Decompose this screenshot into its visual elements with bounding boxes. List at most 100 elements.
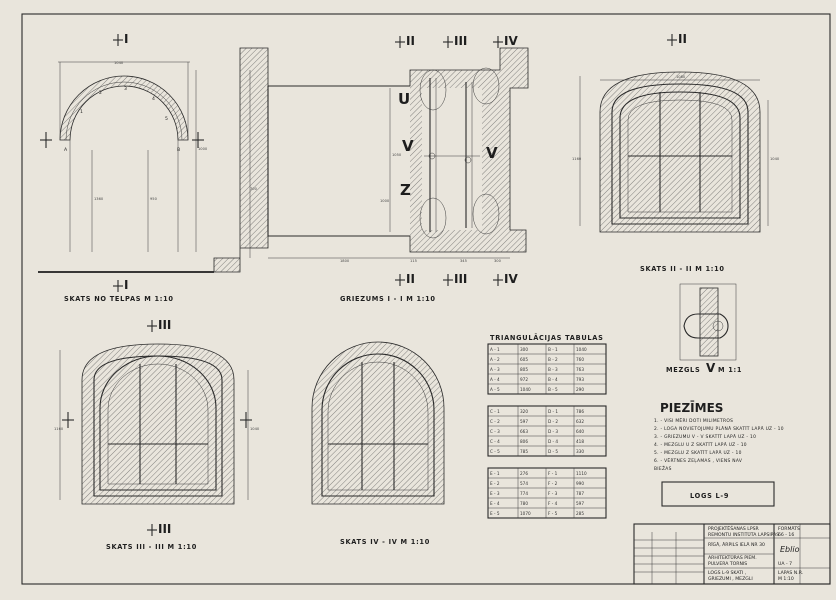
- table-cell: 780: [520, 501, 528, 506]
- table-cell: F - 1: [548, 471, 558, 476]
- section-marker-i-top: I: [113, 32, 128, 46]
- table-cell: A - 4: [490, 377, 500, 382]
- svg-text:300: 300: [494, 259, 502, 263]
- arch-label-3: 3: [124, 86, 127, 92]
- table-cell: B - 4: [548, 377, 558, 382]
- table-cell: E - 3: [490, 491, 500, 496]
- section-marker-ii-view-top: II: [667, 32, 687, 46]
- svg-text:M 1:1: M 1:1: [718, 366, 742, 374]
- arch-label-b: B: [177, 147, 180, 153]
- level-marker-iii-right: [240, 412, 252, 428]
- sheet-frame: [21, 13, 831, 585]
- triangulation-tables: TRIANGULĀCIJAS TABULAS A - 1 300 B - 1 1040…: [487, 333, 607, 519]
- table-cell: A - 5: [490, 387, 500, 392]
- table-cell: B - 1: [548, 347, 558, 352]
- table-cell: F - 3: [548, 491, 558, 496]
- view-i: 1040 1000 950 1360 A 1 2 3 4 5 B I I SKA…: [38, 32, 214, 303]
- section-marker-iv-top: IV: [493, 34, 518, 48]
- table-cell: E - 1: [490, 471, 500, 476]
- view-ii-title: SKATS II - II M 1:10: [640, 265, 725, 273]
- svg-text:III: III: [158, 522, 171, 536]
- title-block: PROJEKTĒŠANAS LPSR REMONTU INSTITŪTA LAP…: [633, 523, 831, 585]
- table-cell: E - 5: [490, 511, 500, 516]
- table-cell: 632: [576, 419, 584, 424]
- view-iv-title: SKATS IV - IV M 1:10: [340, 538, 430, 546]
- table-cell: 597: [576, 501, 584, 506]
- format-label: FORMĀTS: [778, 525, 800, 532]
- detail-v-letter: V: [706, 361, 716, 375]
- svg-text:345: 345: [460, 259, 467, 263]
- table-cell: C - 2: [490, 419, 500, 424]
- table-cell: 1040: [520, 387, 531, 392]
- table-cell: 330: [576, 449, 584, 454]
- arch-label-1: 1: [80, 109, 83, 115]
- view-iv: SKATS IV - IV M 1:10: [311, 341, 445, 546]
- table-cell: 640: [576, 429, 584, 434]
- table-cell: 300: [520, 347, 528, 352]
- triangulation-table-1: [487, 343, 607, 395]
- table-cell: 1040: [576, 347, 587, 352]
- sheet-number: 66 - 16: [778, 532, 794, 538]
- table-cell: D - 2: [548, 419, 558, 424]
- svg-text:III: III: [454, 272, 467, 286]
- table-cell: 763: [576, 367, 584, 372]
- svg-text:1800: 1800: [340, 259, 350, 263]
- svg-text:II: II: [406, 272, 415, 286]
- triangulation-table-2: [487, 405, 607, 457]
- view-ii: 1160 1040 1080 II SKATS II - II M 1:10: [572, 32, 780, 273]
- svg-text:1040: 1040: [250, 427, 260, 431]
- table-cell: 774: [520, 491, 528, 496]
- signature: Eblio: [780, 545, 800, 554]
- section-i-i: 1800 700 1050 1000 115 345 300 U V V Z I…: [213, 34, 529, 303]
- table-cell: A - 3: [490, 367, 500, 372]
- note-item: 1. - VISI MĒRI DOTI MILIMETROS: [654, 417, 733, 424]
- table-cell: 787: [576, 491, 584, 496]
- table-cell: A - 1: [490, 347, 500, 352]
- svg-text:I: I: [124, 278, 128, 292]
- drawing-line-1: LOGS L-9 SKATI ,: [708, 570, 747, 576]
- svg-text:1360: 1360: [94, 197, 104, 201]
- svg-text:1040: 1040: [770, 157, 780, 161]
- svg-text:1000: 1000: [198, 147, 208, 151]
- table-cell: C - 4: [490, 439, 500, 444]
- arch-label-2: 2: [99, 90, 102, 96]
- svg-text:700: 700: [250, 187, 258, 191]
- section-title: GRIEZUMS I - I M 1:10: [340, 295, 436, 303]
- level-marker-iii-left: [62, 412, 74, 428]
- table-cell: 1070: [520, 511, 531, 516]
- svg-text:IV: IV: [504, 272, 518, 286]
- table-cell: D - 1: [548, 409, 558, 414]
- note-item: 2. - LOGA NOVIETOJUMU PLĀNĀ SKATĪT LAPĀ …: [654, 425, 784, 432]
- section-marker-iii-view-bottom: III: [147, 522, 171, 536]
- svg-text:1160: 1160: [572, 157, 582, 161]
- table-cell: 320: [520, 409, 528, 414]
- section-marker-iii-bottom: III: [443, 272, 467, 286]
- svg-text:IV: IV: [504, 34, 518, 48]
- table-cell: D - 3: [548, 429, 558, 434]
- svg-text:III: III: [454, 34, 467, 48]
- detail-letter-v-right: V: [486, 144, 498, 162]
- project-address: RĪGĀ, ĀRPILS IELĀ NR 30: [708, 541, 765, 548]
- table-cell: C - 1: [490, 409, 500, 414]
- stage-code: UA - 7: [778, 561, 792, 567]
- table-cell: E - 2: [490, 481, 500, 486]
- svg-text:950: 950: [150, 197, 158, 201]
- triangulation-title: TRIANGULĀCIJAS TABULAS: [490, 333, 604, 342]
- table-cell: E - 4: [490, 501, 500, 506]
- note-item: 4. - MEZGLU U Z SKATĪT LAPĀ UZ - 10: [654, 441, 747, 448]
- scale-label: M 1:10: [778, 576, 794, 582]
- arch-label-5: 5: [165, 116, 168, 122]
- table-cell: C - 3: [490, 429, 500, 434]
- svg-text:III: III: [158, 318, 171, 332]
- table-cell: 597: [520, 419, 528, 424]
- table-cell: 805: [520, 367, 528, 372]
- section-marker-iv-bottom: IV: [493, 272, 518, 286]
- note-item: 5. - MEZGLU Z SKATĪT LAPĀ UZ - 10: [654, 449, 742, 456]
- org-line-2: REMONTU INSTITŪTA LAPSIPAS: [708, 531, 779, 538]
- table-cell: C - 5: [490, 449, 500, 454]
- table-cell: 290: [576, 387, 584, 392]
- detail-letter-z: Z: [400, 181, 411, 199]
